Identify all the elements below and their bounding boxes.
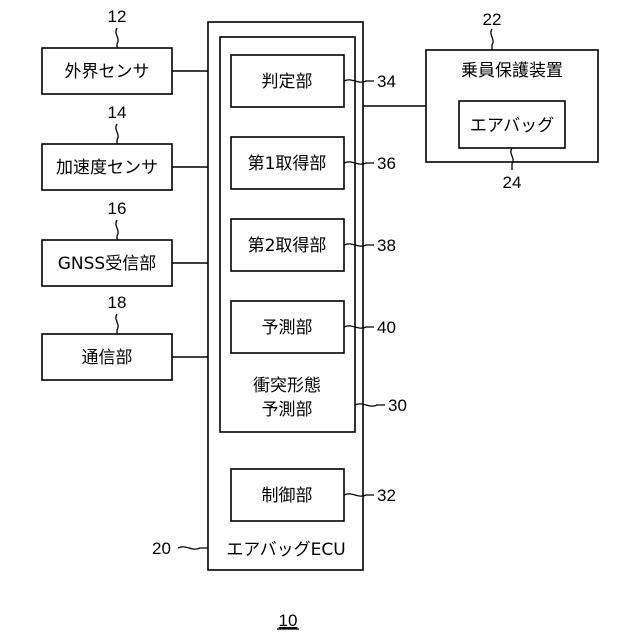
- ref-18: 18: [108, 293, 127, 312]
- gnss-label: GNSS受信部: [58, 254, 156, 274]
- leader-14: [116, 124, 118, 144]
- comm-label: 通信部: [82, 348, 133, 368]
- accel-sensor-label: 加速度センサ: [56, 158, 158, 178]
- leader-20: [178, 547, 208, 549]
- predictor-label-line1: 衝突形態: [253, 376, 321, 396]
- acq1-label: 第1取得部: [248, 154, 327, 174]
- ref-38: 38: [377, 236, 396, 255]
- ref-32: 32: [377, 486, 396, 505]
- leader-12: [116, 28, 118, 48]
- ref-36: 36: [377, 154, 396, 173]
- leader-22: [491, 29, 493, 50]
- airbag-label: エアバッグ: [470, 116, 554, 136]
- acq2-label: 第2取得部: [248, 236, 327, 256]
- figure-number: 10: [279, 611, 298, 630]
- ref-12: 12: [108, 7, 127, 26]
- ref-34: 34: [377, 72, 396, 91]
- ecu-label: エアバッグECU: [226, 540, 345, 560]
- ref-20: 20: [152, 539, 171, 558]
- leader-18: [116, 314, 118, 334]
- outside-sensor-label: 外界センサ: [65, 62, 150, 82]
- protection-label: 乗員保護装置: [461, 61, 563, 81]
- predict-label: 予測部: [262, 318, 313, 338]
- ref-14: 14: [108, 103, 127, 122]
- ref-24: 24: [503, 173, 522, 192]
- control-label: 制御部: [262, 486, 313, 506]
- leader-16: [116, 220, 118, 240]
- judge-label: 判定部: [262, 72, 313, 92]
- ref-40: 40: [377, 318, 396, 337]
- ref-22: 22: [483, 10, 502, 29]
- ref-30: 30: [388, 396, 407, 415]
- ref-16: 16: [108, 199, 127, 218]
- predictor-label-line2: 予測部: [262, 400, 313, 420]
